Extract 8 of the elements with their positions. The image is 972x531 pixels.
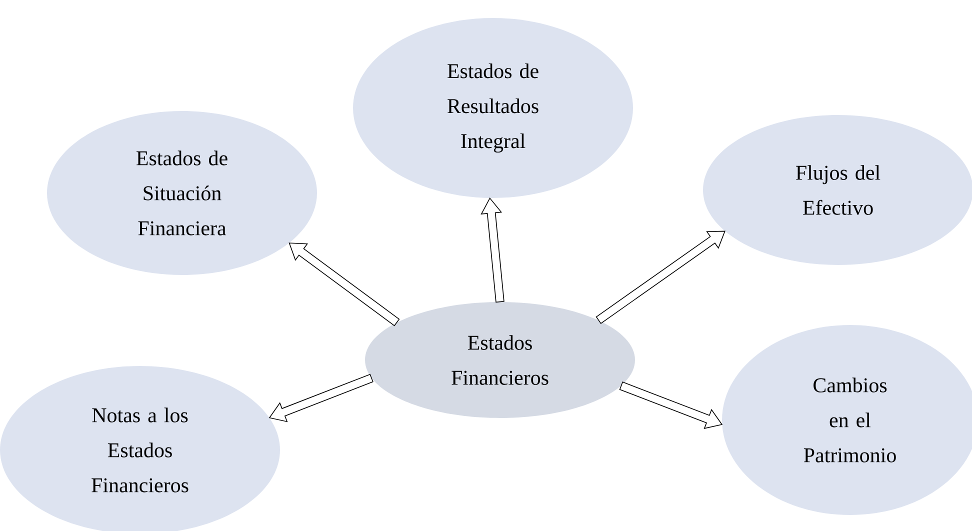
ellipse-node: Estados de Resultados Integral — [353, 18, 633, 198]
block-arrow — [268, 374, 374, 422]
block-arrow — [619, 382, 723, 429]
ellipse-node: Estados de Situación Financiera — [47, 111, 317, 275]
block-arrow — [288, 242, 400, 326]
block-arrow — [596, 230, 726, 324]
ellipse-node: Estados Financieros — [365, 302, 635, 418]
block-arrow — [480, 197, 504, 303]
